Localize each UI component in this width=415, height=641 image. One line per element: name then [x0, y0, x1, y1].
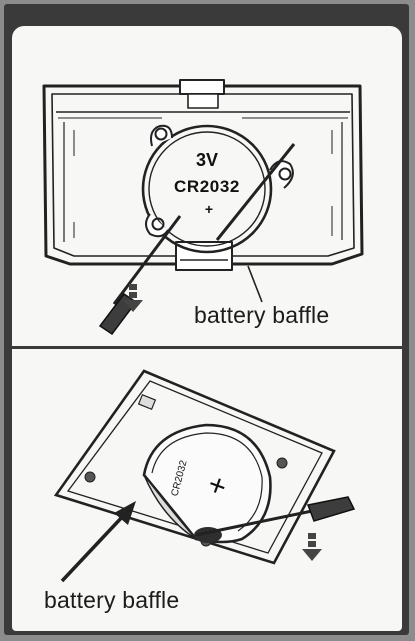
- bottom-illustration: CR2032 +: [53, 369, 356, 583]
- device-housing: [42, 79, 364, 271]
- pointer-arrow-icon: [60, 501, 136, 583]
- battery-pry-line: [215, 143, 296, 241]
- down-arrow-icon: [302, 533, 322, 561]
- battery-baffle-label: battery baffle: [194, 302, 330, 328]
- diagram-frame: 3V CR2032 + battery baffle: [4, 4, 409, 635]
- screwdriver-icon: [195, 496, 356, 537]
- top-illustration: 3V CR2032 +: [42, 79, 364, 336]
- screwdriver-icon: [98, 215, 182, 336]
- callout-leader-line: [247, 265, 263, 303]
- down-arrow-icon: [123, 284, 143, 312]
- circuit-board: [53, 369, 336, 565]
- battery-holder: [141, 124, 294, 254]
- bottom-panel: CR2032 + battery baffle: [12, 349, 402, 631]
- battery-polarity-label: +: [205, 201, 213, 217]
- top-panel: 3V CR2032 + battery baffle: [12, 26, 402, 346]
- battery-voltage-label: 3V: [196, 150, 218, 170]
- battery-model-label: CR2032: [174, 177, 240, 196]
- battery-baffle-label: battery baffle: [44, 587, 180, 613]
